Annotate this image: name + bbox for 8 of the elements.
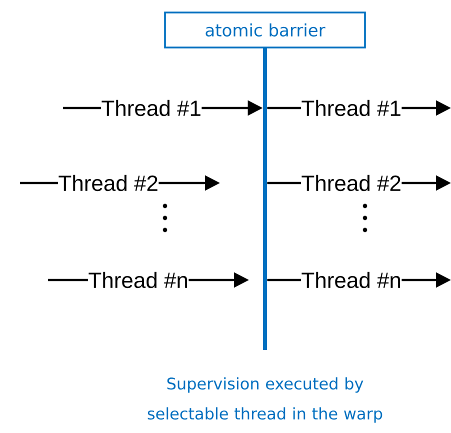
thread-label: Thread #1 — [302, 100, 400, 116]
thread-label: Thread #1 — [102, 100, 200, 116]
thread-label: Thread #2 — [302, 174, 400, 192]
thread-label: Thread #n — [302, 272, 400, 288]
barrier-box: atomic barrier — [164, 12, 366, 48]
thread-label: Thread #n — [88, 272, 188, 288]
thread-label: Thread #2 — [58, 174, 158, 192]
caption: Supervision executed by selectable thread in the warp — [148, 377, 382, 423]
